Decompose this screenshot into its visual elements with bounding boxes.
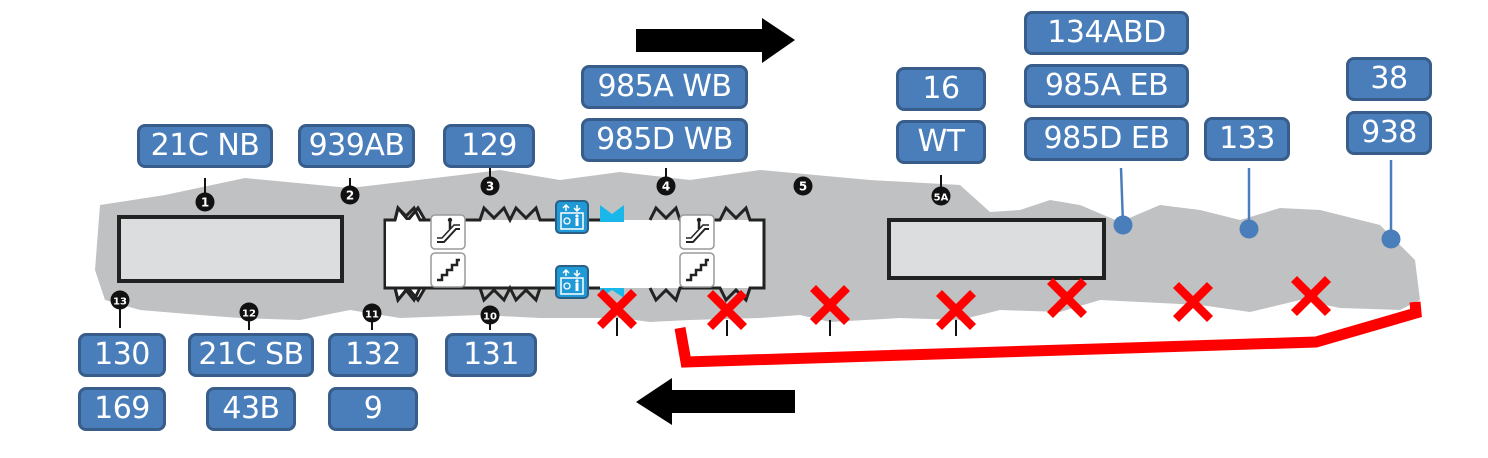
exit-marker-circle [480, 176, 500, 196]
exit-marker-2[interactable]: 2 [340, 185, 360, 205]
exit-marker-circle [656, 176, 676, 196]
exit-marker-circle [110, 290, 130, 310]
exit-marker-5a[interactable]: 5A [931, 186, 951, 206]
accessible-gate-icon [600, 288, 624, 298]
route-label[interactable]: 38 [1346, 57, 1432, 101]
route-label[interactable]: 134ABD [1024, 11, 1189, 55]
exit-marker-label: 12 [242, 309, 256, 320]
route-label[interactable]: 21C NB [137, 124, 273, 168]
bus-stop-dot[interactable] [1113, 215, 1133, 235]
route-label[interactable]: 131 [445, 333, 537, 377]
exit-marker-circle [480, 305, 500, 325]
exit-marker-4[interactable]: 4 [656, 176, 676, 196]
platform-east [887, 218, 1106, 280]
platform-west [117, 215, 344, 283]
escalator-icon [429, 213, 467, 251]
accessible-gate-icon [600, 205, 624, 222]
route-label[interactable]: 21C SB [188, 333, 314, 377]
exit-marker-circle [340, 185, 360, 205]
route-label[interactable]: 985A WB [581, 65, 748, 109]
route-label[interactable]: 9 [328, 387, 418, 431]
exit-marker-label: 5 [799, 180, 807, 194]
route-label[interactable]: 939AB [298, 124, 415, 168]
exit-marker-circle [239, 302, 259, 322]
detour-route-line [674, 301, 1422, 368]
arrow-right-icon [636, 18, 795, 63]
exit-marker-label: 1 [201, 196, 209, 210]
exit-marker-circle [931, 186, 951, 206]
route-label[interactable]: 130 [78, 333, 166, 377]
route-label[interactable]: 985D EB [1024, 117, 1189, 161]
elevator-icon [555, 265, 589, 299]
exit-marker-13[interactable]: 13 [110, 290, 130, 310]
exit-marker-label: 11 [365, 310, 379, 321]
exit-marker-1[interactable]: 1 [195, 192, 215, 212]
bus-stop-dot[interactable] [1381, 229, 1401, 249]
route-label[interactable]: 43B [206, 387, 296, 431]
route-label[interactable]: 16 [896, 67, 986, 111]
stairs-icon [678, 251, 716, 289]
route-label[interactable]: 169 [78, 387, 166, 431]
arrow-left-icon [636, 378, 795, 425]
exit-marker-label: 5A [934, 193, 949, 204]
elevator-icon [555, 200, 589, 234]
route-label[interactable]: 133 [1204, 117, 1290, 161]
exit-marker-label: 3 [486, 180, 494, 194]
stairs-icon [429, 251, 467, 289]
exit-marker-label: 13 [113, 297, 127, 308]
route-label[interactable]: 132 [328, 333, 418, 377]
route-label[interactable]: 985D WB [581, 118, 748, 162]
route-label[interactable]: 129 [443, 124, 535, 168]
route-label[interactable]: 985A EB [1024, 64, 1189, 108]
exit-marker-label: 10 [483, 312, 497, 323]
route-label[interactable]: WT [896, 120, 986, 164]
exit-marker-circle [195, 192, 215, 212]
bus-stop-dot[interactable] [1239, 219, 1259, 239]
exit-marker-circle [362, 303, 382, 323]
exit-marker-11[interactable]: 11 [362, 303, 382, 323]
exit-marker-circle [793, 176, 813, 196]
stop-leaders [1119, 160, 1393, 238]
exit-marker-10[interactable]: 10 [480, 305, 500, 325]
route-label[interactable]: 938 [1346, 111, 1432, 155]
exit-marker-label: 4 [662, 180, 670, 194]
exit-marker-3[interactable]: 3 [480, 176, 500, 196]
exit-marker-12[interactable]: 12 [239, 302, 259, 322]
exit-marker-5[interactable]: 5 [793, 176, 813, 196]
exit-marker-label: 2 [346, 189, 354, 203]
escalator-icon [678, 213, 716, 251]
